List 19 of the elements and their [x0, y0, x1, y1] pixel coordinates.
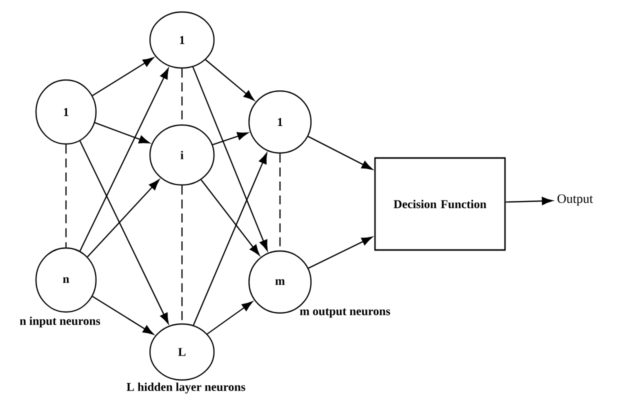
decision-box: Decision Function	[374, 157, 506, 251]
arrow	[92, 296, 154, 335]
dashed-line	[65, 144, 67, 248]
arrow	[212, 132, 248, 146]
arrow	[200, 179, 260, 256]
output-label: Output	[558, 194, 593, 206]
arrow	[192, 152, 268, 326]
arrow	[87, 179, 160, 258]
arrow	[94, 122, 150, 144]
arrow	[192, 66, 268, 251]
arrow	[308, 136, 373, 170]
arrow	[92, 57, 154, 96]
arrow	[205, 59, 254, 101]
arrow	[79, 68, 169, 252]
arrow	[308, 236, 373, 269]
layer-caption: m output neurons	[300, 308, 390, 318]
arrow	[79, 140, 169, 324]
arrow	[206, 301, 253, 334]
arrow	[506, 196, 553, 206]
